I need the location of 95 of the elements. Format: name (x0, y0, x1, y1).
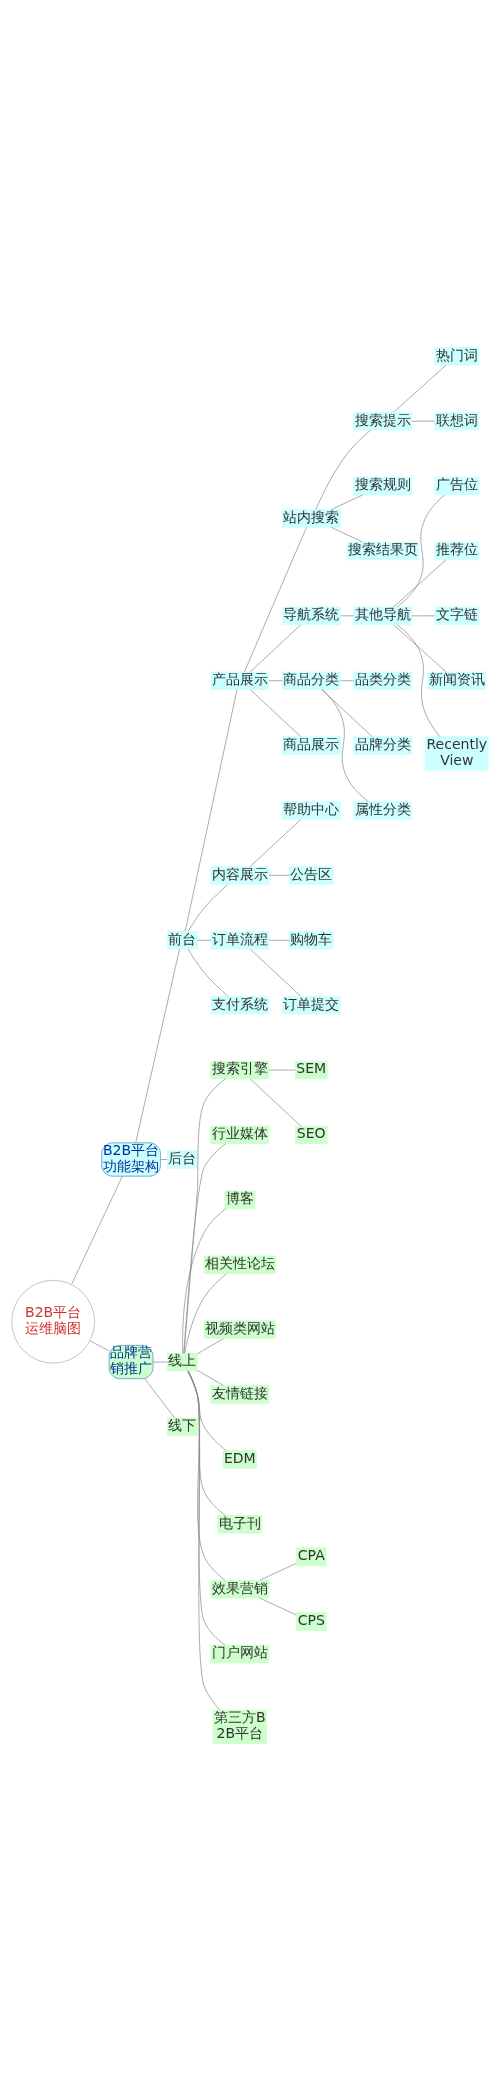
node-box: SEO (295, 1125, 328, 1145)
connector (152, 1361, 168, 1363)
node-box: B2B平台功能架构 (101, 1142, 161, 1177)
node-box: SEM (295, 1060, 328, 1080)
connector (183, 1143, 226, 1354)
node-box: 站内搜索 (281, 509, 341, 528)
node-box: 商品分类 (281, 671, 341, 690)
connector (411, 615, 436, 617)
connector (340, 615, 355, 617)
connector (187, 884, 229, 932)
node-box: 行业媒体 (210, 1125, 270, 1145)
node-box: 帮助中心 (281, 801, 341, 820)
connector (322, 689, 369, 802)
connector (160, 1159, 168, 1160)
connector (396, 494, 445, 608)
node-box: 线上 (167, 1352, 198, 1372)
node-box: 文字链 (434, 606, 480, 626)
node-box: 电子刊 (217, 1515, 263, 1534)
node-box: 支付系统 (210, 995, 270, 1015)
connector (183, 1078, 226, 1354)
connector (315, 429, 372, 510)
node-box: 搜索结果页 (346, 541, 419, 561)
connector (250, 689, 302, 737)
connector (187, 1370, 226, 1646)
node-box: 热门词 (434, 347, 480, 366)
connector (340, 680, 355, 682)
node-box: CPA (295, 1547, 327, 1566)
node-box: Recently View (424, 736, 489, 771)
node-box: 门户网站 (210, 1644, 270, 1664)
connector (321, 689, 373, 737)
connector (196, 1338, 224, 1355)
node-box: 搜索提示 (353, 411, 413, 431)
node-box: 推荐位 (434, 541, 480, 561)
connector (268, 875, 290, 876)
connector (187, 1370, 227, 1451)
connector (144, 1378, 175, 1419)
node-box: 内容展示 (210, 866, 270, 885)
node-box: 其他导航 (353, 606, 413, 626)
connector (89, 1340, 110, 1352)
node-box: CPS (295, 1612, 327, 1631)
node-box: 导航系统 (281, 606, 341, 626)
connector (184, 689, 238, 932)
node-box: 公告区 (288, 866, 334, 885)
node-box: 后台 (167, 1150, 198, 1169)
connector (393, 624, 447, 673)
connector (187, 1370, 226, 1516)
connector (187, 948, 229, 997)
connector (330, 527, 364, 543)
connector (71, 1175, 123, 1285)
connector (184, 1273, 227, 1354)
connector (196, 939, 212, 941)
node-circle: B2B平台运维脑图 (11, 1279, 95, 1364)
node-box: 订单提交 (281, 995, 341, 1015)
node-box: 订单流程 (210, 931, 270, 950)
node-box: 品类分类 (353, 671, 413, 690)
connector (244, 526, 307, 673)
node-box: 搜索规则 (353, 476, 413, 496)
node-box: 品牌分类 (353, 736, 413, 755)
node-box: 友情链接 (210, 1385, 270, 1404)
connector (411, 420, 436, 422)
node-box: 商品展示 (281, 736, 341, 755)
node-box: 博客 (224, 1190, 256, 1210)
connector (250, 624, 302, 673)
node-box: 产品展示 (210, 671, 270, 690)
node-box: 新闻资讯 (427, 671, 487, 690)
node-box: 联想词 (434, 411, 480, 431)
node-box: 线下 (167, 1417, 198, 1437)
connector (396, 624, 441, 738)
node-box: 搜索引擎 (210, 1060, 270, 1080)
connector (135, 948, 180, 1143)
connector (330, 494, 364, 510)
connector (250, 819, 302, 867)
connector (268, 680, 283, 682)
node-box: 品牌营销推广 (108, 1344, 154, 1380)
node-box: EDM (222, 1450, 257, 1469)
connector (187, 1370, 221, 1711)
connector (250, 1078, 302, 1127)
node-box: 第三方B2B平台 (212, 1709, 267, 1744)
connector (250, 948, 302, 997)
node-box: 属性分类 (353, 801, 413, 820)
node-box: 购物车 (288, 931, 334, 950)
node-box: 相关性论坛 (203, 1255, 276, 1274)
connector (182, 1208, 227, 1354)
connector (393, 364, 447, 413)
connector (393, 559, 447, 608)
node-box: 效果营销 (210, 1579, 270, 1599)
connector (259, 1562, 297, 1581)
node-box: 广告位 (434, 476, 480, 496)
node-box: 前台 (167, 931, 198, 950)
node-box: 视频类网站 (203, 1320, 276, 1339)
connector (196, 1369, 224, 1386)
connector (259, 1597, 297, 1616)
connector (268, 939, 290, 941)
connector (268, 1069, 296, 1071)
connector (187, 1370, 226, 1581)
